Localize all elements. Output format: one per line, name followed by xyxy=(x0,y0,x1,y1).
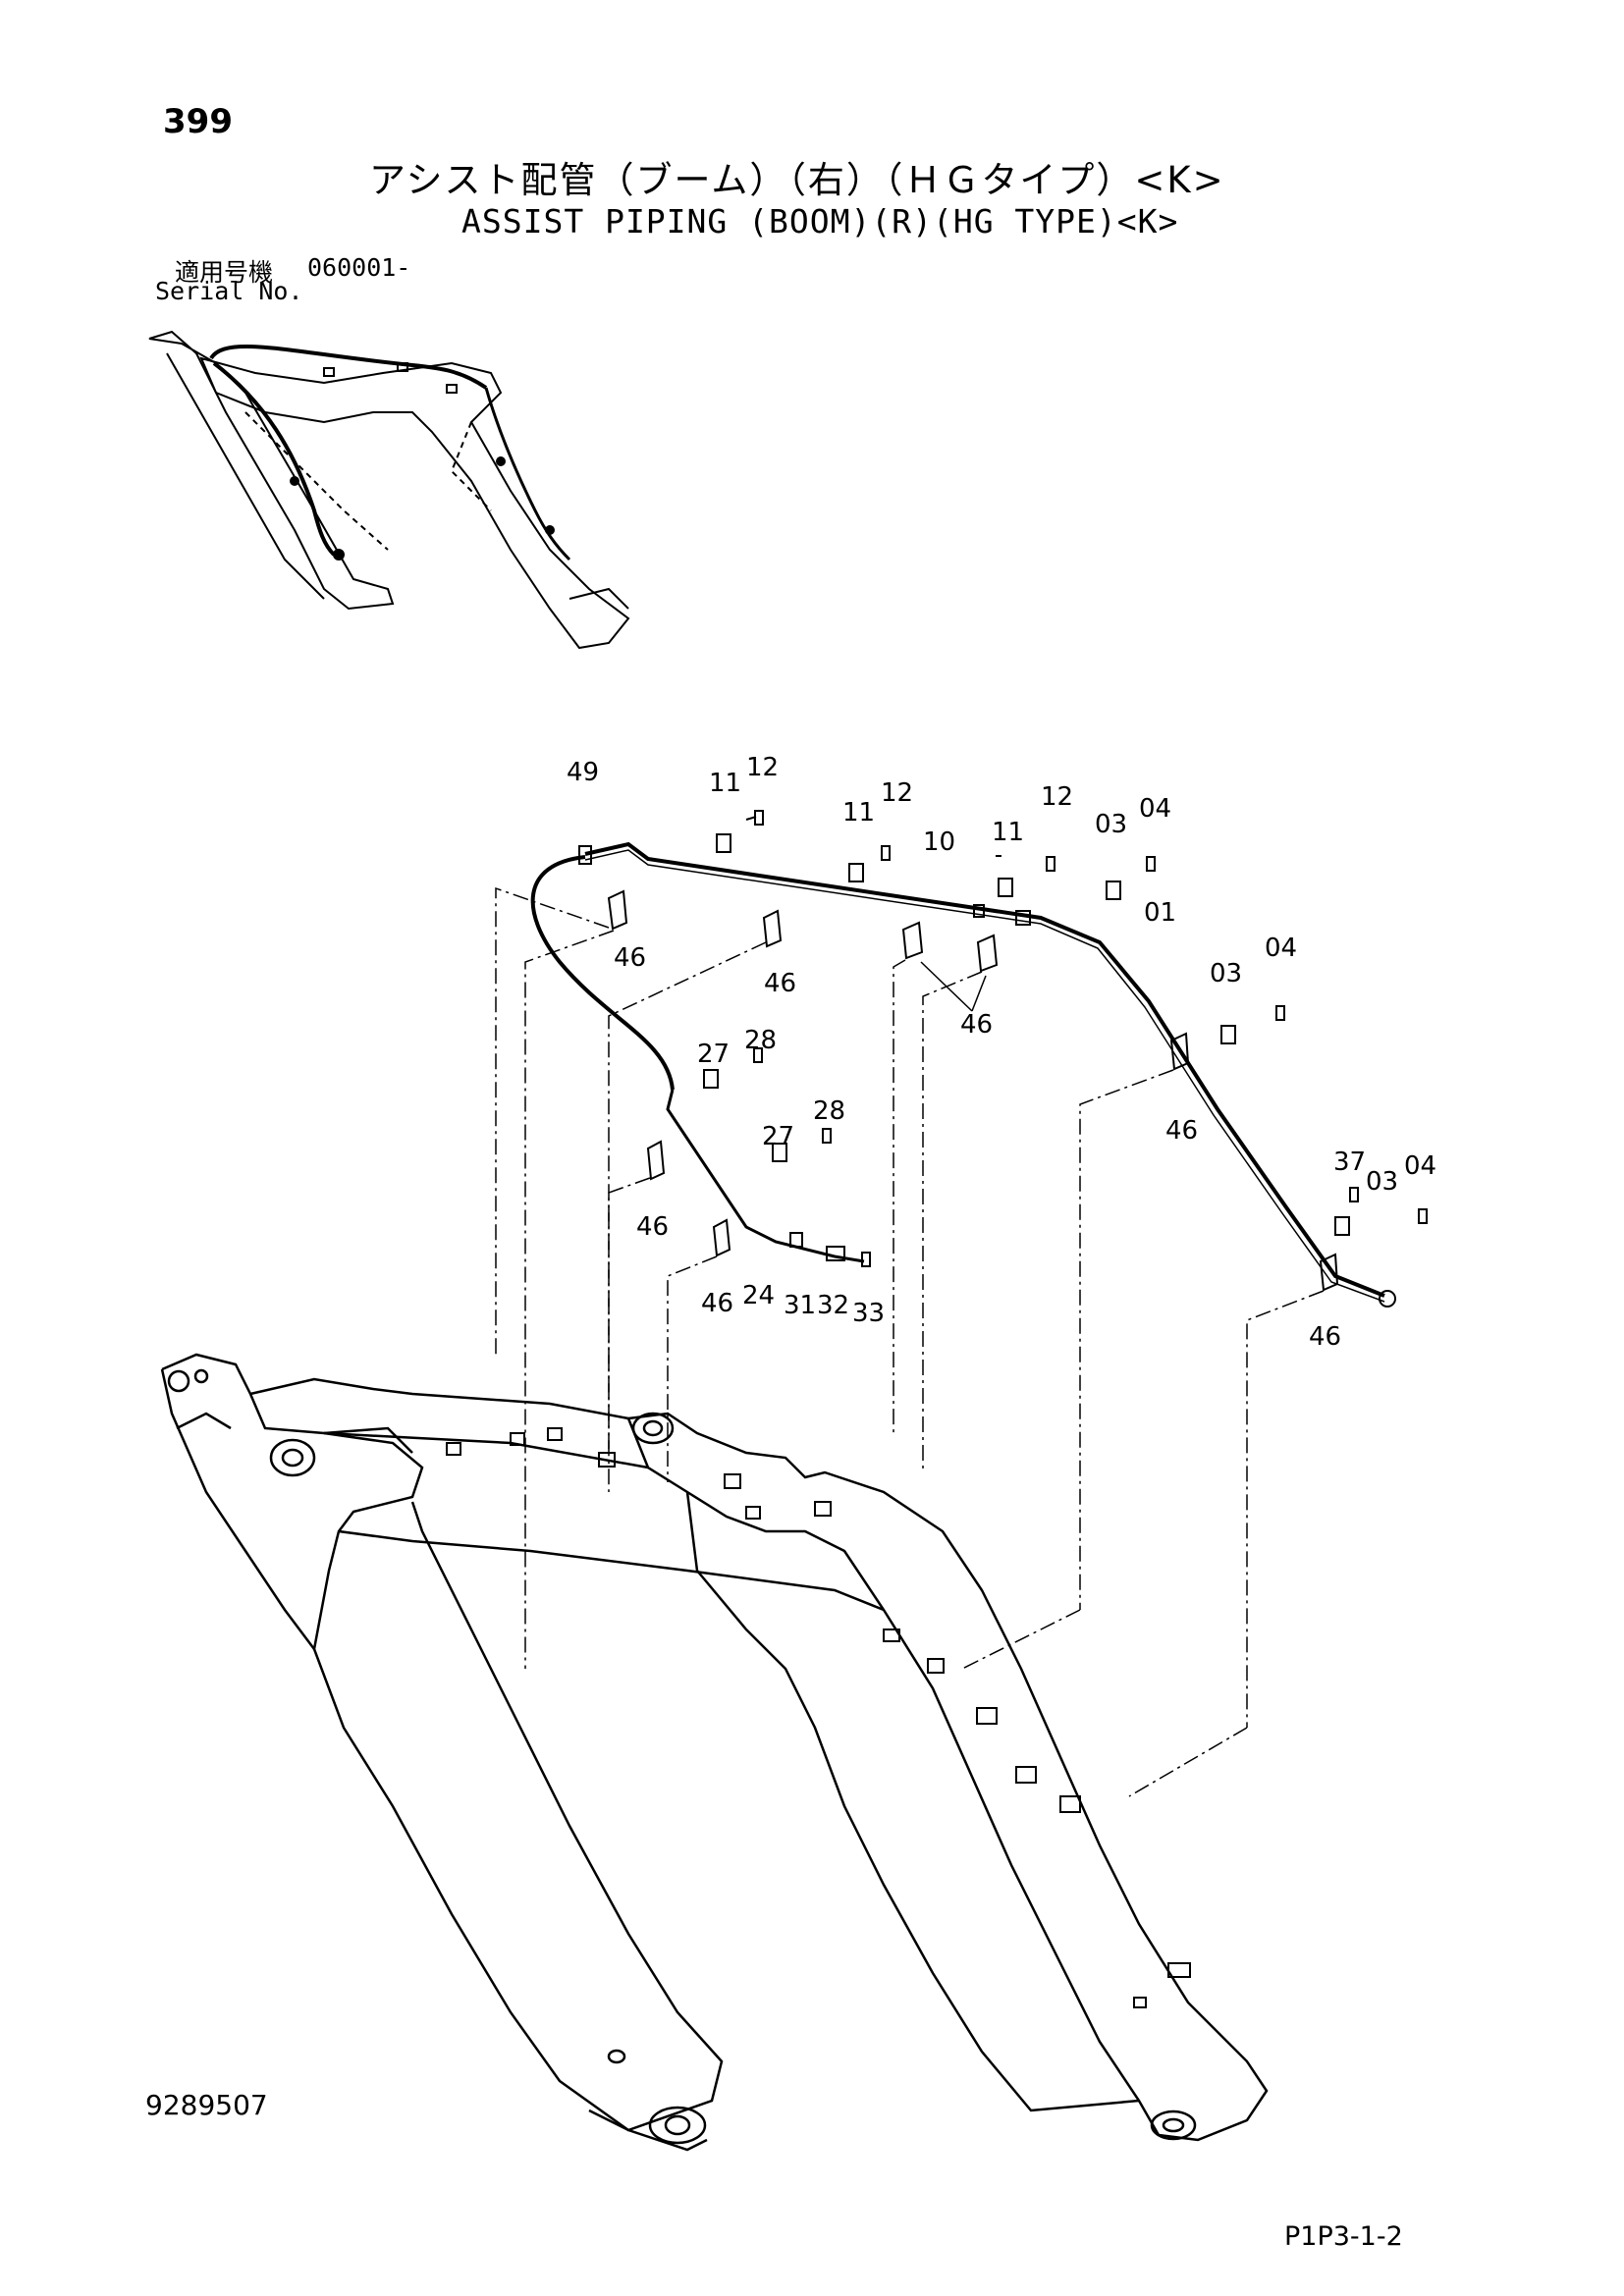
callout-03b: 03 xyxy=(1210,959,1242,988)
callout-28b: 28 xyxy=(813,1096,845,1126)
callout-31: 31 xyxy=(784,1291,816,1320)
callout-46c-leaders xyxy=(920,961,987,1012)
callout-11c: 11 xyxy=(992,818,1024,847)
callout-28a: 28 xyxy=(744,1026,777,1055)
callout-46d: 46 xyxy=(1165,1116,1198,1146)
callout-03c: 03 xyxy=(1366,1167,1398,1197)
callout-03a: 03 xyxy=(1095,810,1127,839)
document-number: 9289507 xyxy=(145,2089,268,2121)
callout-27b: 27 xyxy=(762,1122,794,1151)
boom-structure xyxy=(160,1353,1269,2152)
callout-11a: 11 xyxy=(709,769,741,798)
callout-11b: 11 xyxy=(842,798,875,828)
callout-46c: 46 xyxy=(960,1010,993,1040)
serial-label-japanese: 適用号機 xyxy=(175,258,274,287)
overview-thumbnail xyxy=(148,330,630,650)
callout-46e: 46 xyxy=(636,1212,669,1242)
pipe-assembly xyxy=(530,810,1428,1308)
callout-10: 10 xyxy=(923,828,955,857)
callout-27a: 27 xyxy=(697,1040,730,1069)
callout-46f: 46 xyxy=(701,1289,733,1318)
page-title-japanese: アシスト配管（ブーム）（右）（ＨＧタイプ）<K> xyxy=(369,159,1225,201)
callout-04b: 04 xyxy=(1265,934,1297,963)
serial-label-english: Serial No. xyxy=(155,277,303,305)
callout-12c: 12 xyxy=(1041,782,1073,812)
callout-labels: 49 11 12 11 12 10 11 12 03 04 01 46 46 4… xyxy=(567,753,1436,1352)
page-title-english: ASSIST PIPING (BOOM)(R)(HG TYPE)<K> xyxy=(461,202,1179,240)
page-number: 399 xyxy=(163,102,233,141)
callout-46a: 46 xyxy=(614,943,646,973)
dashed-leaders xyxy=(495,886,1325,1797)
callout-46g: 46 xyxy=(1309,1322,1341,1352)
callout-46b: 46 xyxy=(764,969,796,998)
callout-49: 49 xyxy=(567,758,599,787)
callout-33: 33 xyxy=(852,1299,885,1328)
page-code: P1P3-1-2 xyxy=(1284,2221,1403,2252)
callout-01: 01 xyxy=(1144,898,1176,928)
callout-24: 24 xyxy=(742,1281,775,1310)
callout-32: 32 xyxy=(817,1291,849,1320)
callout-37: 37 xyxy=(1333,1148,1366,1177)
callout-04a: 04 xyxy=(1139,794,1171,824)
callout-04c: 04 xyxy=(1404,1151,1436,1181)
callout-12a: 12 xyxy=(746,753,779,782)
callout-12b: 12 xyxy=(881,778,913,808)
serial-number-value: 060001- xyxy=(307,253,411,282)
